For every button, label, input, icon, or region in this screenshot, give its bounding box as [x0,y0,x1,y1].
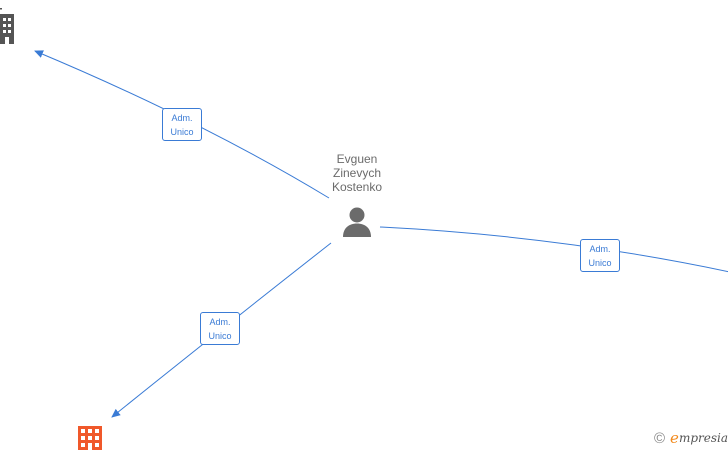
relation-label[interactable]: Adm. Unico [200,312,240,345]
brand-logo-initial: e [670,429,679,447]
relation-label[interactable]: Adm. Unico [580,239,620,272]
relation-label-line: Adm. [171,113,193,123]
person-name-line: Zinevych [332,166,382,180]
brand-logo-text: mpresia [678,431,728,445]
relation-label-line: Unico [170,127,194,137]
person-name-line: Evguen [336,152,378,166]
relation-label-line: Unico [588,258,612,268]
relation-label-line: Unico [208,331,232,341]
building-icon[interactable] [78,426,102,450]
brand-watermark: © e mpresia [654,428,728,448]
copyright-symbol: © [653,429,666,447]
building-icon[interactable] [0,8,16,44]
person-icon[interactable] [341,206,373,238]
relation-label[interactable]: Adm. Unico [162,108,202,141]
person-name-line: Kostenko [331,180,383,194]
person-name[interactable]: Evguen Zinevych Kostenko [307,152,407,194]
relation-label-line: Adm. [589,244,611,254]
relation-label-line: Adm. [209,317,231,327]
edge-to-company-right [379,226,728,273]
